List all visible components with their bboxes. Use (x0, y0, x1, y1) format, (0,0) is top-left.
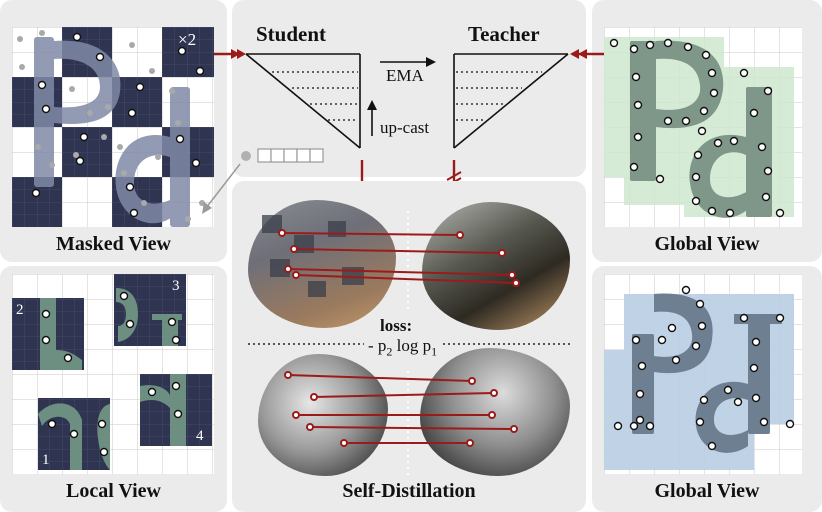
token-arrow (202, 163, 241, 214)
masked-view-label: Masked View (56, 233, 171, 255)
student-network-icon (245, 53, 361, 149)
up-cast-label: up-cast (380, 118, 430, 137)
global-view-top-label: Global View (654, 233, 760, 255)
network-diagram (232, 49, 586, 181)
loss-formula: - p2 log p1 (364, 336, 442, 360)
crop-number-3: 3 (172, 278, 180, 294)
times-two-label: ×2 (178, 30, 197, 49)
teacher-cloud-bottom (420, 348, 570, 476)
local-view-label: Local View (66, 480, 161, 502)
token-strip-icon (241, 148, 324, 163)
crop-number-1: 1 (42, 452, 50, 468)
correspondence-overlay (248, 211, 570, 477)
ema-label: EMA (386, 66, 424, 85)
global-view-bottom-image (604, 274, 802, 474)
crop-number-2: 2 (16, 302, 24, 318)
teacher-network-icon (453, 53, 569, 149)
student-label: Student (256, 22, 327, 46)
teacher-cloud-top (422, 202, 570, 330)
crop-number-4: 4 (196, 428, 204, 444)
teacher-label: Teacher (468, 22, 540, 46)
loss-title: loss: (380, 316, 413, 335)
global-to-teacher-arrow (578, 49, 604, 59)
masked-view-image (12, 27, 214, 227)
self-distillation-label: Self-Distillation (342, 480, 476, 502)
masked-to-student-arrow (214, 49, 240, 59)
global-view-top-image (604, 27, 802, 227)
global-view-bottom-label: Global View (654, 480, 760, 502)
local-view-image (12, 274, 214, 474)
